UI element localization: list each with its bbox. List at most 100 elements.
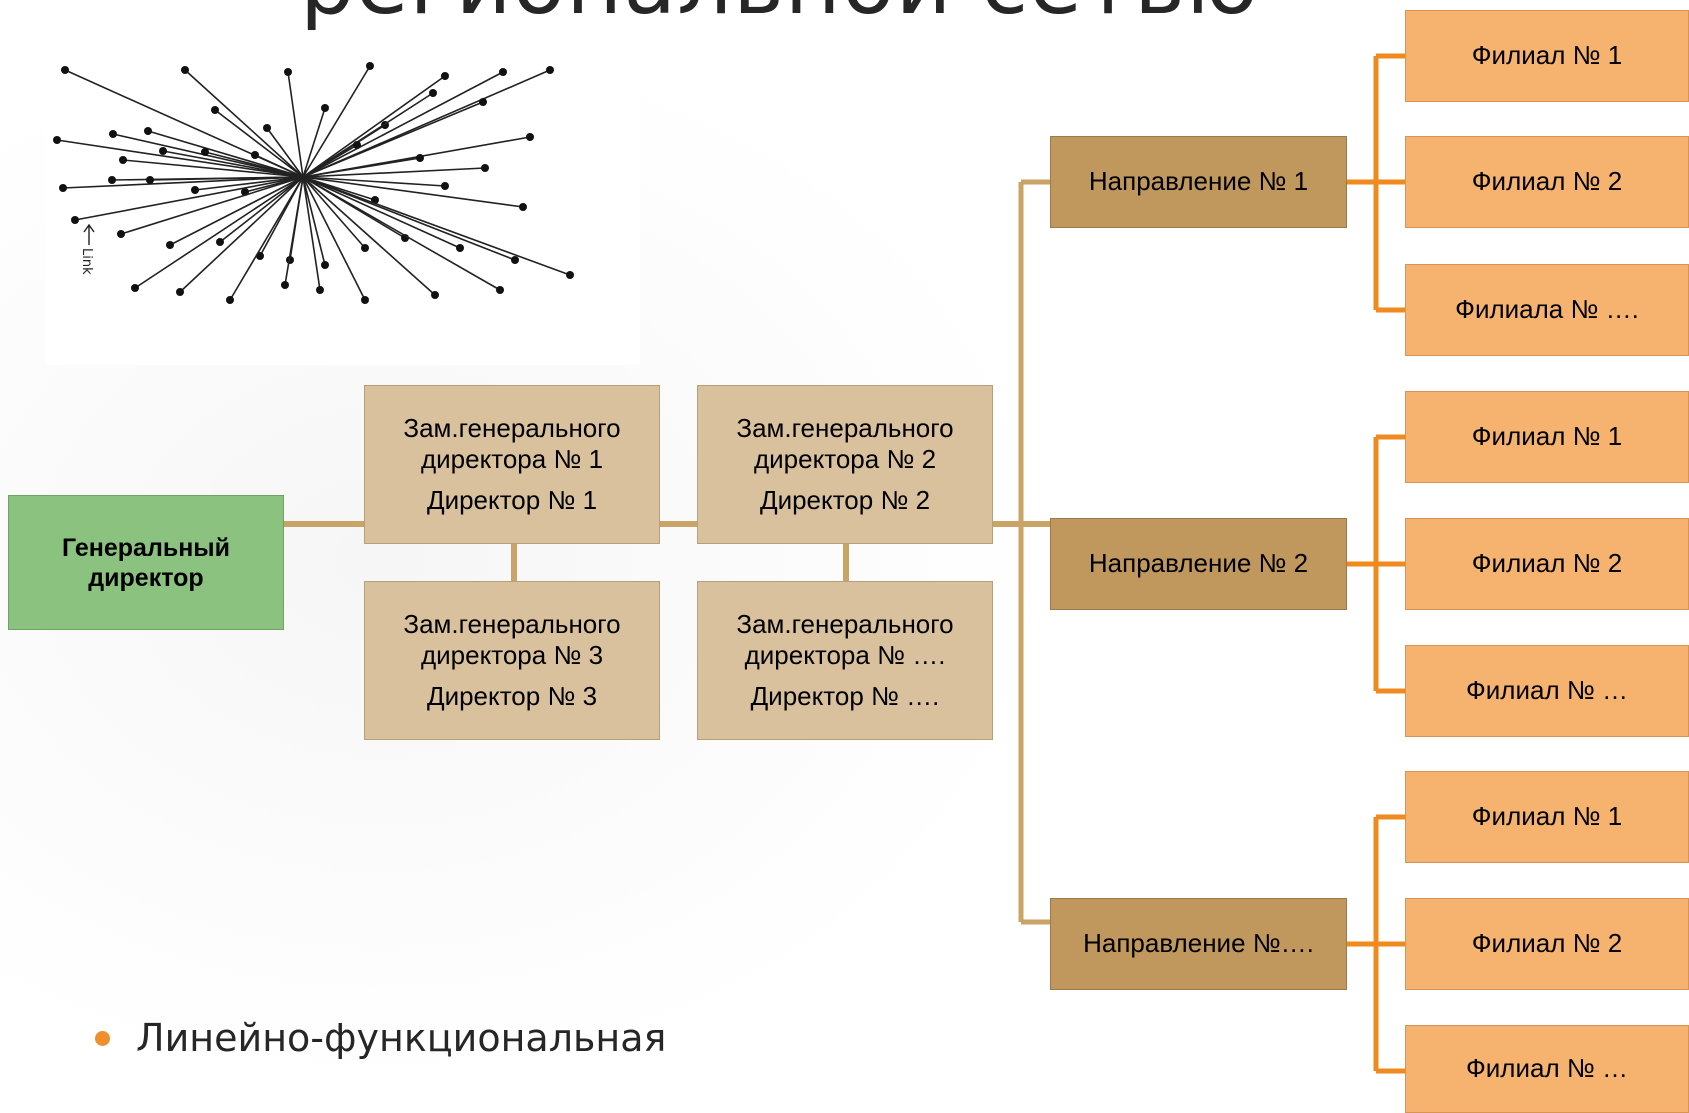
starburst-svg: Link bbox=[53, 62, 574, 304]
network-node bbox=[286, 256, 294, 264]
direction-box-3: Направление №…. bbox=[1050, 898, 1347, 990]
network-link bbox=[302, 65, 371, 178]
network-link bbox=[302, 167, 486, 178]
deputy-box-4: Зам.генерального директора № …. Директор… bbox=[697, 581, 993, 740]
network-link bbox=[284, 176, 304, 286]
network-link bbox=[149, 176, 304, 181]
network-link bbox=[302, 176, 571, 276]
link-label: Link bbox=[79, 248, 94, 275]
deputy-director-4: Директор № …. bbox=[750, 681, 940, 712]
deputy-director-1: Директор № 1 bbox=[426, 485, 598, 516]
network-node bbox=[119, 156, 127, 164]
network-node bbox=[566, 271, 574, 279]
network-node bbox=[361, 244, 369, 252]
network-link bbox=[302, 101, 484, 178]
network-node bbox=[496, 286, 504, 294]
network-node bbox=[159, 147, 167, 155]
branch-box: Филиал № 2 bbox=[1405, 518, 1689, 610]
network-node bbox=[441, 72, 449, 80]
branch-label: Филиал № 1 bbox=[1471, 801, 1623, 832]
network-link bbox=[302, 157, 421, 178]
branch-label: Филиал № 2 bbox=[1471, 548, 1623, 579]
network-link bbox=[302, 92, 434, 178]
network-link bbox=[302, 176, 524, 208]
branch-box: Филиал № 2 bbox=[1405, 898, 1689, 990]
network-node bbox=[146, 176, 154, 184]
network-node bbox=[144, 127, 152, 135]
network-node bbox=[211, 106, 219, 114]
link-arrow-icon bbox=[83, 223, 95, 245]
network-node bbox=[416, 154, 424, 162]
branch-label: Филиала № …. bbox=[1455, 294, 1639, 325]
network-link bbox=[302, 176, 436, 296]
network-link bbox=[62, 176, 304, 189]
network-node bbox=[263, 124, 271, 132]
network-node bbox=[53, 136, 61, 144]
network-link bbox=[254, 154, 304, 178]
direction-box-1: Направление № 1 bbox=[1050, 136, 1347, 228]
network-node bbox=[131, 284, 139, 292]
network-node bbox=[284, 68, 292, 76]
network-node bbox=[59, 184, 67, 192]
network-node bbox=[456, 244, 464, 252]
branch-box: Филиал № 2 bbox=[1405, 136, 1689, 228]
deputy-role-1: Зам.генерального директора № 1 bbox=[403, 412, 621, 474]
network-link bbox=[229, 176, 304, 301]
deputy-role-4: Зам.генерального директора № …. bbox=[736, 608, 954, 670]
direction-label-1: Направление № 1 bbox=[1088, 166, 1309, 197]
network-link bbox=[214, 109, 304, 178]
network-node bbox=[109, 130, 117, 138]
network-link bbox=[302, 176, 501, 291]
network-link bbox=[302, 71, 504, 178]
branch-label: Филиал № 1 bbox=[1471, 40, 1623, 71]
network-node bbox=[166, 241, 174, 249]
branch-connectors-1 bbox=[1347, 53, 1405, 313]
network-link bbox=[302, 176, 366, 249]
network-link bbox=[122, 159, 304, 178]
direction-label-2: Направление № 2 bbox=[1088, 548, 1309, 579]
network-node bbox=[117, 230, 125, 238]
network-link bbox=[120, 176, 304, 235]
direction-label-3: Направление №…. bbox=[1083, 928, 1314, 959]
branch-connectors-3 bbox=[1347, 814, 1405, 1074]
bullet-dot-icon bbox=[95, 1030, 110, 1046]
direction-box-2: Направление № 2 bbox=[1050, 518, 1347, 610]
network-node bbox=[226, 296, 234, 304]
branch-box: Филиал № 1 bbox=[1405, 10, 1689, 102]
network-node bbox=[281, 281, 289, 289]
network-link bbox=[179, 176, 304, 293]
branch-box: Филиал № … bbox=[1405, 645, 1689, 737]
network-link bbox=[147, 130, 304, 178]
network-node bbox=[201, 148, 209, 156]
branch-box: Филиала № …. bbox=[1405, 264, 1689, 356]
network-link bbox=[219, 176, 304, 243]
network-link bbox=[204, 151, 304, 178]
network-link bbox=[302, 176, 461, 249]
network-node bbox=[546, 66, 554, 74]
network-link bbox=[302, 144, 358, 178]
network-node bbox=[321, 104, 329, 112]
network-node bbox=[353, 141, 361, 149]
network-node bbox=[181, 66, 189, 74]
network-link bbox=[56, 139, 304, 178]
general-director-label: Генеральный директор bbox=[61, 533, 231, 592]
network-node bbox=[519, 203, 527, 211]
branch-label: Филиал № 2 bbox=[1471, 166, 1623, 197]
network-node bbox=[321, 261, 329, 269]
branch-box: Филиал № 1 bbox=[1405, 771, 1689, 863]
deputy-director-3: Директор № 3 bbox=[426, 681, 598, 712]
network-link bbox=[162, 150, 304, 178]
network-link bbox=[266, 127, 304, 178]
network-node bbox=[361, 296, 369, 304]
network-link bbox=[112, 133, 304, 178]
network-link bbox=[302, 176, 446, 187]
network-node bbox=[71, 216, 79, 224]
network-node bbox=[176, 288, 184, 296]
network-node bbox=[316, 286, 324, 294]
network-node bbox=[108, 176, 116, 184]
network-node bbox=[441, 182, 449, 190]
network-link bbox=[302, 75, 446, 178]
network-node bbox=[431, 291, 439, 299]
branch-label: Филиал № … bbox=[1466, 675, 1628, 706]
slide-title: региональной сетью bbox=[300, 0, 1400, 34]
